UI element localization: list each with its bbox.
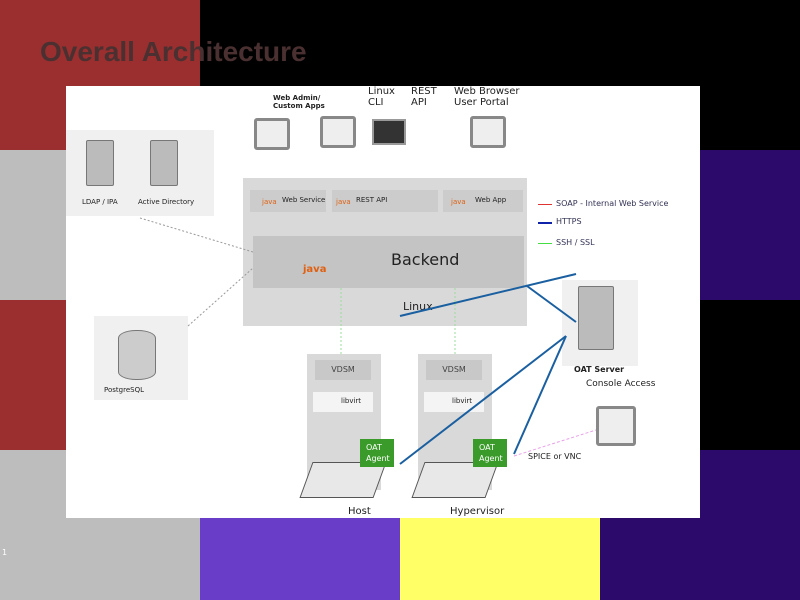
rest-api-label: REST API bbox=[356, 196, 388, 204]
https-line bbox=[526, 285, 577, 323]
java-icon: java bbox=[451, 198, 466, 206]
server-icon bbox=[86, 140, 114, 186]
legend-soap-swatch bbox=[538, 204, 552, 205]
monitor-icon bbox=[470, 116, 506, 148]
vdsm-box: VDSM bbox=[426, 360, 482, 380]
spice-line bbox=[513, 429, 597, 457]
backend-box: java Backend bbox=[253, 236, 524, 288]
oat-server-label: OAT Server bbox=[574, 365, 625, 374]
database-icon bbox=[118, 330, 156, 380]
web-app-box: java Web App bbox=[443, 190, 523, 212]
legend-ssh-swatch bbox=[538, 243, 552, 244]
console-access-label: Console Access bbox=[586, 379, 656, 389]
rest-api-client-label: REST API bbox=[411, 86, 437, 108]
web-service-label: Web Service bbox=[282, 196, 326, 204]
host-label: Host bbox=[348, 506, 371, 517]
monitor-icon bbox=[596, 406, 636, 446]
web-service-box: java Web Service bbox=[250, 190, 326, 212]
server-icon bbox=[150, 140, 178, 186]
java-icon: java bbox=[336, 198, 351, 206]
page-number: 1 bbox=[2, 548, 8, 557]
architecture-diagram: java Web Service java REST API java Web App… bbox=[66, 86, 700, 518]
https-line bbox=[399, 335, 567, 465]
active-directory-label: Active Directory bbox=[138, 198, 195, 206]
web-admin-label: Web Admin/ Custom Apps bbox=[273, 94, 325, 110]
libvirt-box: libvirt bbox=[313, 392, 373, 412]
libvirt-label: libvirt bbox=[341, 397, 362, 405]
oat-agent-host: OAT Agent bbox=[360, 439, 394, 467]
ldap-label: LDAP / IPA bbox=[82, 198, 118, 206]
java-logo: java bbox=[303, 264, 327, 275]
legend-soap: SOAP - Internal Web Service bbox=[556, 199, 669, 208]
connection-lines bbox=[139, 217, 597, 465]
web-app-label: Web App bbox=[475, 196, 507, 204]
java-icon: java bbox=[262, 198, 277, 206]
https-line bbox=[399, 273, 577, 317]
db-line bbox=[187, 267, 254, 327]
monitor-icon bbox=[320, 116, 356, 148]
slide-title: Overall Architecture bbox=[40, 36, 307, 67]
spice-label: SPICE or VNC bbox=[528, 452, 582, 461]
libvirt-box: libvirt bbox=[424, 392, 484, 412]
linux-cli-label: Linux CLI bbox=[368, 86, 395, 108]
terminal-icon bbox=[372, 119, 406, 145]
web-browser-label: Web Browser User Portal bbox=[454, 86, 520, 108]
legend-https: HTTPS bbox=[556, 217, 582, 226]
postgresql-label: PostgreSQL bbox=[104, 386, 144, 394]
legend-ssh: SSH / SSL bbox=[556, 238, 595, 247]
https-line bbox=[513, 335, 567, 455]
rest-api-box: java REST API bbox=[332, 190, 438, 212]
legend-https-swatch bbox=[538, 222, 552, 224]
monitor-icon bbox=[254, 118, 290, 150]
hypervisor-label: Hypervisor bbox=[450, 506, 505, 517]
vdsm-box: VDSM bbox=[315, 360, 371, 380]
oat-agent-hypervisor: OAT Agent bbox=[473, 439, 507, 467]
backend-label: Backend bbox=[391, 250, 460, 269]
ldap-line bbox=[139, 217, 254, 253]
server-icon bbox=[578, 286, 614, 350]
libvirt-label: libvirt bbox=[452, 397, 473, 405]
